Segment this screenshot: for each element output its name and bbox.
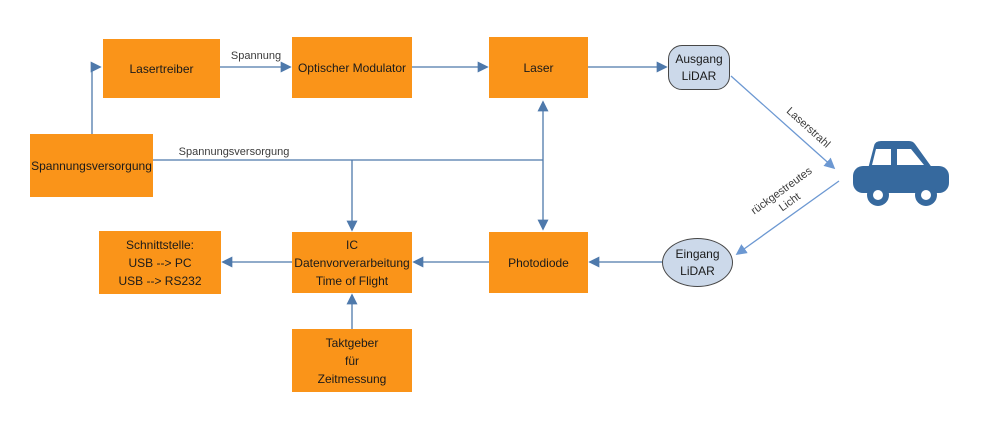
node-ic-label: IC Datenvorverarbeitung Time of Flight: [294, 237, 410, 288]
node-photodiode-label: Photodiode: [508, 255, 569, 270]
node-optischer-modulator-label: Optischer Modulator: [297, 60, 407, 75]
edge-label-spannungsversorgung: Spannungsversorgung: [178, 145, 290, 158]
car-icon[interactable]: [852, 139, 950, 207]
node-laser-label: Laser: [523, 60, 554, 75]
node-taktgeber-label: Taktgeber für Zeitmessung: [317, 335, 387, 386]
edge-power-to-lasertreiber[interactable]: [90, 61, 102, 134]
node-ic-datenvorverarbeitung[interactable]: IC Datenvorverarbeitung Time of Flight: [292, 232, 412, 293]
car-windshield: [897, 149, 924, 165]
edge-laserstrahl[interactable]: [730, 75, 836, 170]
car-rear-window: [872, 149, 891, 165]
node-eingang-lidar[interactable]: Eingang LiDAR: [662, 238, 733, 287]
node-optischer-modulator[interactable]: Optischer Modulator: [292, 37, 412, 98]
edge-rueckgestreutes-licht[interactable]: [735, 180, 840, 255]
node-ausgang-lidar-label: Ausgang LiDAR: [675, 51, 723, 83]
node-laser[interactable]: Laser: [489, 37, 588, 98]
node-ausgang-lidar[interactable]: Ausgang LiDAR: [668, 45, 730, 90]
node-spannungsversorgung-label: Spannungsversorgung: [31, 158, 152, 173]
node-lasertreiber-label: Lasertreiber: [129, 61, 194, 76]
node-schnittstelle[interactable]: Schnittstelle: USB --> PC USB --> RS232: [99, 231, 221, 294]
node-schnittstelle-label: Schnittstelle: USB --> PC USB --> RS232: [118, 237, 202, 288]
node-taktgeber[interactable]: Taktgeber für Zeitmessung: [292, 329, 412, 392]
node-eingang-lidar-label: Eingang LiDAR: [675, 246, 720, 278]
edge-label-spannung: Spannung: [230, 49, 282, 62]
node-lasertreiber[interactable]: Lasertreiber: [103, 39, 220, 98]
node-photodiode[interactable]: Photodiode: [489, 232, 588, 293]
node-spannungsversorgung[interactable]: Spannungsversorgung: [30, 134, 153, 197]
